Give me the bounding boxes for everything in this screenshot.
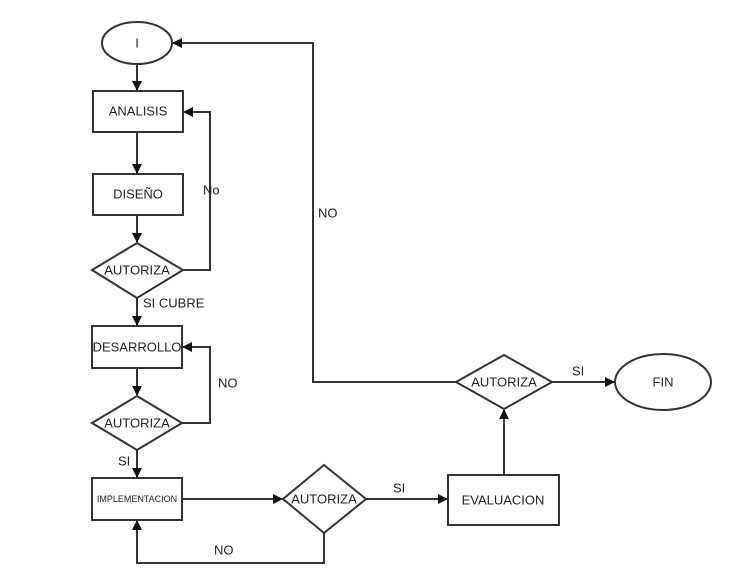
edge-label-si-cubre: SI CUBRE <box>143 296 205 311</box>
edge-label-si-evaluacion: SI <box>393 481 405 496</box>
process-box <box>91 325 183 369</box>
node-autoriza3: AUTORIZA <box>281 463 368 535</box>
node-label: AUTORIZA <box>104 263 170 278</box>
decision-diamond <box>281 463 368 535</box>
node-label: AUTORIZA <box>471 375 537 390</box>
node-label: DESARROLLO <box>93 340 182 355</box>
edge-label-no-analisis: No <box>203 183 220 198</box>
edges <box>132 38 615 564</box>
decision-diamond <box>90 241 185 300</box>
node-analisis: ANALISIS <box>92 90 184 133</box>
node-desarrollo: DESARROLLO <box>91 325 183 369</box>
edge-autoriza4-inicio-no <box>172 38 456 383</box>
edge-label-no-desarrollo: NO <box>218 376 238 391</box>
process-box <box>91 477 183 521</box>
edge-autoriza2-desarrollo-no <box>182 342 211 424</box>
node-evaluacion: EVALUACION <box>447 474 560 526</box>
edge-label-no-inicio: NO <box>318 206 338 221</box>
edge-label-no-implementacion: NO <box>214 543 234 558</box>
process-box <box>92 173 184 216</box>
node-label: IMPLEMENTACION <box>97 494 177 504</box>
start-ellipse <box>101 21 173 65</box>
node-label: DISEÑO <box>113 187 163 202</box>
edge-label-si-implementacion: SI <box>118 454 130 469</box>
node-autoriza1: AUTORIZA <box>90 241 185 300</box>
node-label: I <box>135 36 139 51</box>
process-box <box>447 474 560 526</box>
node-label: ANALISIS <box>109 104 168 119</box>
node-implementacion: IMPLEMENTACION <box>91 477 183 521</box>
edge-autoriza1-analisis-no <box>183 107 211 271</box>
node-label: AUTORIZA <box>104 416 170 431</box>
decision-diamond <box>90 394 184 452</box>
edge-autoriza3-implementacion-no <box>132 520 325 564</box>
node-label: AUTORIZA <box>291 492 357 507</box>
node-inicio: I <box>101 21 173 65</box>
decision-diamond <box>453 353 555 411</box>
edge-label-si-fin: SI <box>572 364 584 379</box>
node-autoriza4: AUTORIZA <box>453 353 555 411</box>
node-label: EVALUACION <box>462 493 545 508</box>
end-ellipse <box>614 353 712 411</box>
node-diseno: DISEÑO <box>92 173 184 216</box>
node-label: FIN <box>653 375 674 390</box>
process-box <box>92 90 184 133</box>
node-autoriza2: AUTORIZA <box>90 394 184 452</box>
node-fin: FIN <box>614 353 712 411</box>
